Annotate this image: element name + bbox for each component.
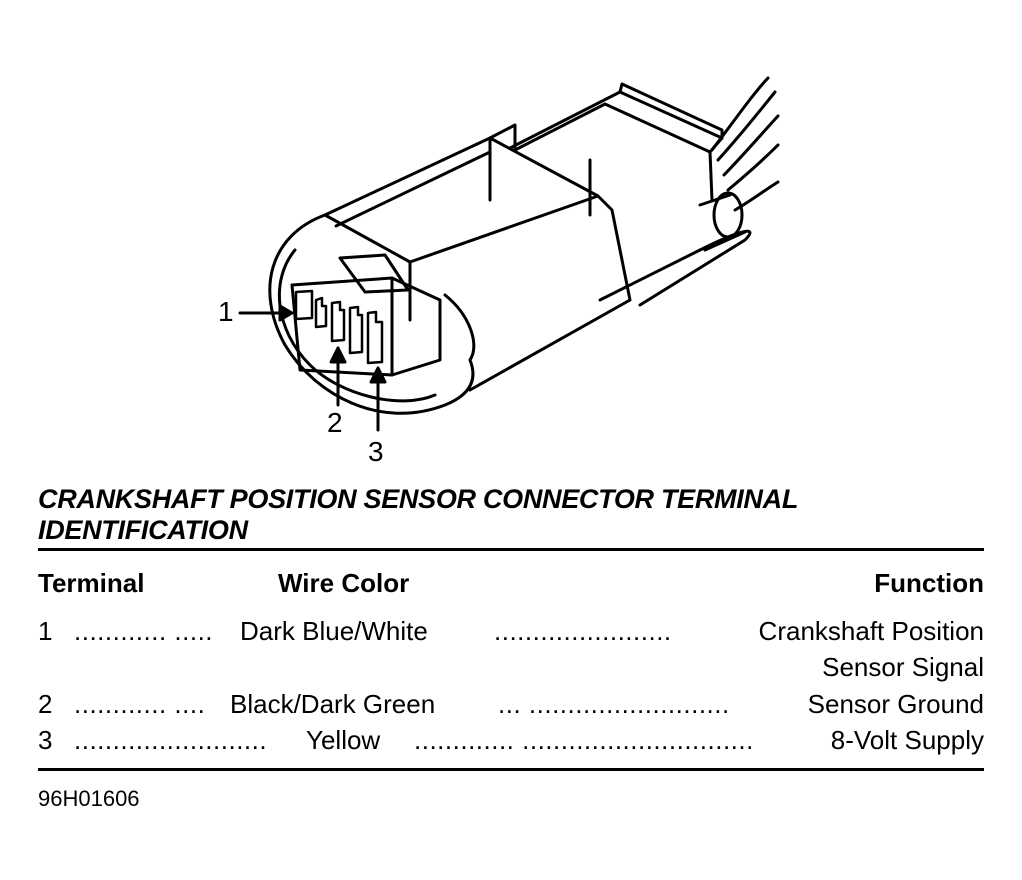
wire-boot [598,191,752,307]
leader-dots: ......................... [74,725,268,755]
callout-3: 3 [368,436,384,467]
leader-dots: ... .......................... [498,689,730,719]
function-text-continued: Sensor Signal [822,652,984,682]
terminal-cavities [294,289,384,365]
function-text: 8-Volt Supply [830,725,984,755]
header-terminal: Terminal [38,568,145,598]
callout-arrows [238,304,387,432]
connector-latch [488,82,724,217]
connector-illustration [238,76,780,432]
connector-housing [268,136,632,415]
terminal-number: 1 [38,616,53,646]
header-wire-color: Wire Color [278,568,410,598]
table-bottom-divider [38,768,984,771]
terminal-number: 2 [38,689,53,719]
function-text: Crankshaft Position [758,616,984,646]
figure-code: 96H01606 [38,786,140,811]
leader-dots: ....................... [494,616,672,646]
table-title: CRANKSHAFT POSITION SENSOR CONNECTOR TER… [38,484,798,545]
callout-1: 1 [218,296,234,327]
header-function: Function [874,568,984,598]
callout-2: 2 [327,407,343,438]
terminal-number: 3 [38,725,53,755]
function-text: Sensor Ground [807,689,984,719]
title-divider [38,548,984,551]
wire-color: Black/Dark Green [230,689,436,719]
wire-color: Yellow [306,725,381,755]
wire-color: Dark Blue/White [240,616,428,646]
leader-dots: ............. ..........................… [414,725,754,755]
leader-dots: ............ .... [74,689,206,719]
wire-bundle [710,76,780,212]
leader-dots: ............ ..... [74,616,214,646]
